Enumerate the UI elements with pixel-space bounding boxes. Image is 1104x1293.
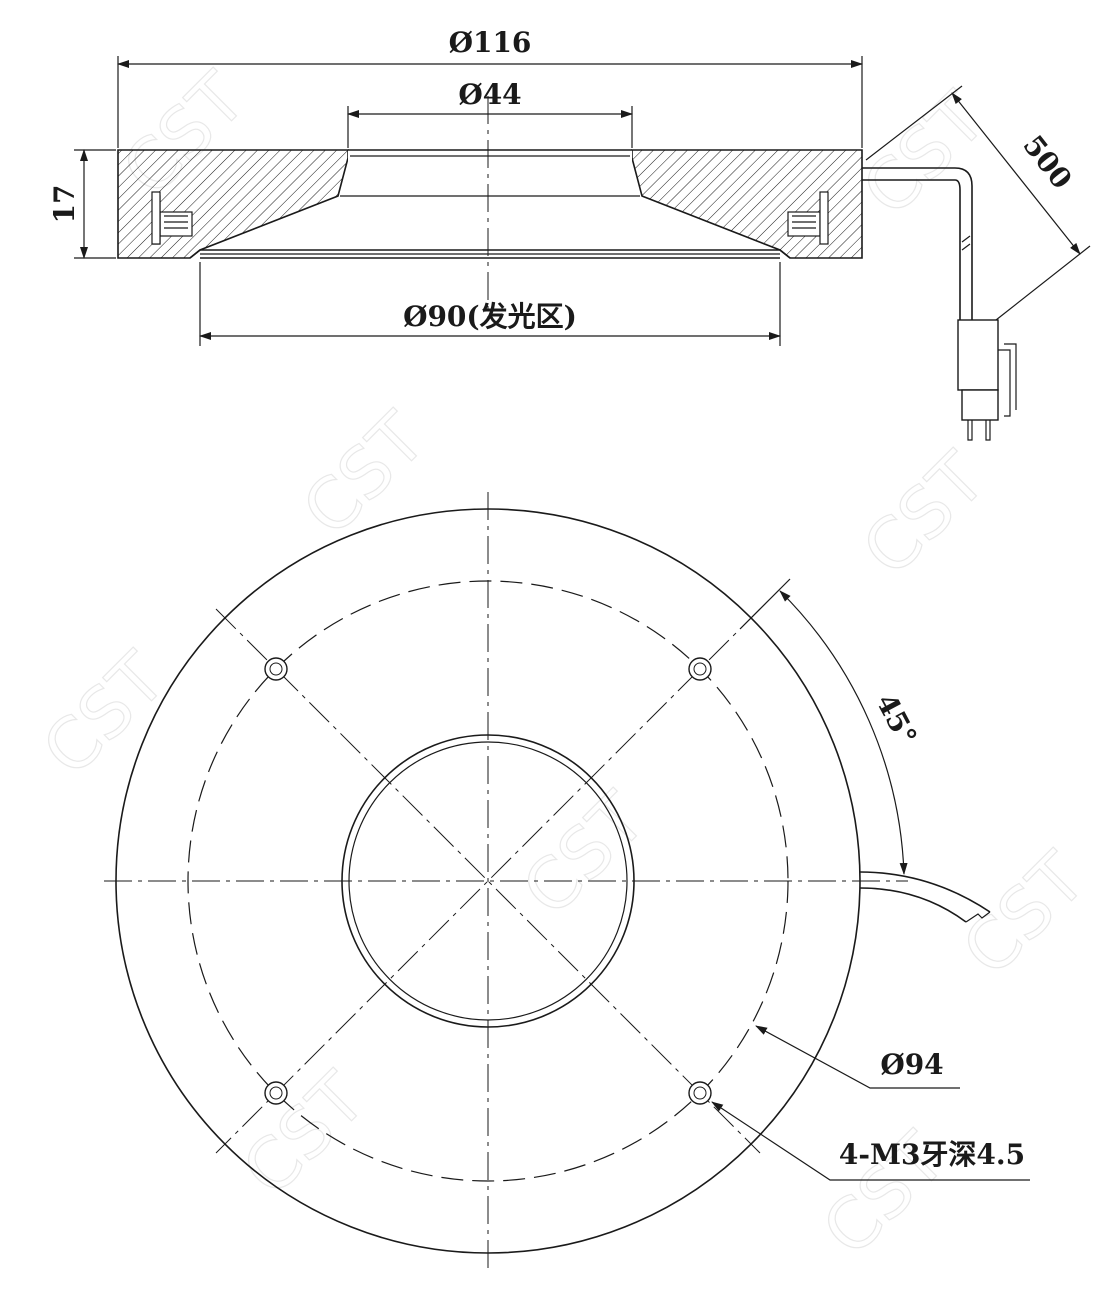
- watermark-text: CST: [847, 437, 1001, 591]
- top-center-line-d2: [215, 608, 761, 1154]
- top-center-line-d1: [215, 608, 761, 1154]
- screw-insert-left: [151, 191, 193, 245]
- dim-bolt-circle: Ø94: [755, 1025, 960, 1089]
- dim-label-emitting-area: Ø90(发光区): [403, 300, 577, 333]
- dim-label-inner-diameter: Ø44: [458, 78, 521, 111]
- watermark-text: CST: [227, 1057, 381, 1211]
- mounting-hole: [264, 657, 288, 681]
- dim-height: 17: [48, 149, 116, 259]
- side-view: Ø116 Ø44 17 Ø90(发光区) 500: [48, 26, 1091, 441]
- dim-mounting-holes: 4-M3牙深4.5: [711, 1101, 1030, 1181]
- dim-label-outer-diameter: Ø116: [449, 26, 532, 59]
- mounting-hole: [264, 1081, 288, 1105]
- mounting-hole: [688, 657, 712, 681]
- watermark-text: CST: [947, 837, 1101, 991]
- dim-emitting-area: Ø90(发光区): [199, 262, 781, 346]
- dim-label-mounting-holes: 4-M3牙深4.5: [839, 1138, 1025, 1171]
- center-bore: [348, 150, 632, 196]
- watermark-text: CST: [27, 637, 181, 791]
- watermark-text: CST: [287, 397, 441, 551]
- top-view: 45° Ø94 4-M3牙深4.5: [104, 492, 1030, 1270]
- dim-angle: 45°: [739, 578, 923, 875]
- watermark-text: CST: [507, 777, 661, 931]
- dim-label-height: 17: [48, 185, 81, 224]
- dim-inner-diameter: Ø44: [347, 78, 633, 148]
- screw-insert-right: [787, 191, 829, 245]
- mounting-hole: [688, 1081, 712, 1105]
- cable-connector: [957, 319, 1017, 441]
- dim-outer-diameter: Ø116: [117, 26, 863, 148]
- watermark-text: CST: [847, 77, 1001, 231]
- dim-label-bolt-circle: Ø94: [880, 1048, 943, 1081]
- diffuser-plate: [189, 249, 791, 259]
